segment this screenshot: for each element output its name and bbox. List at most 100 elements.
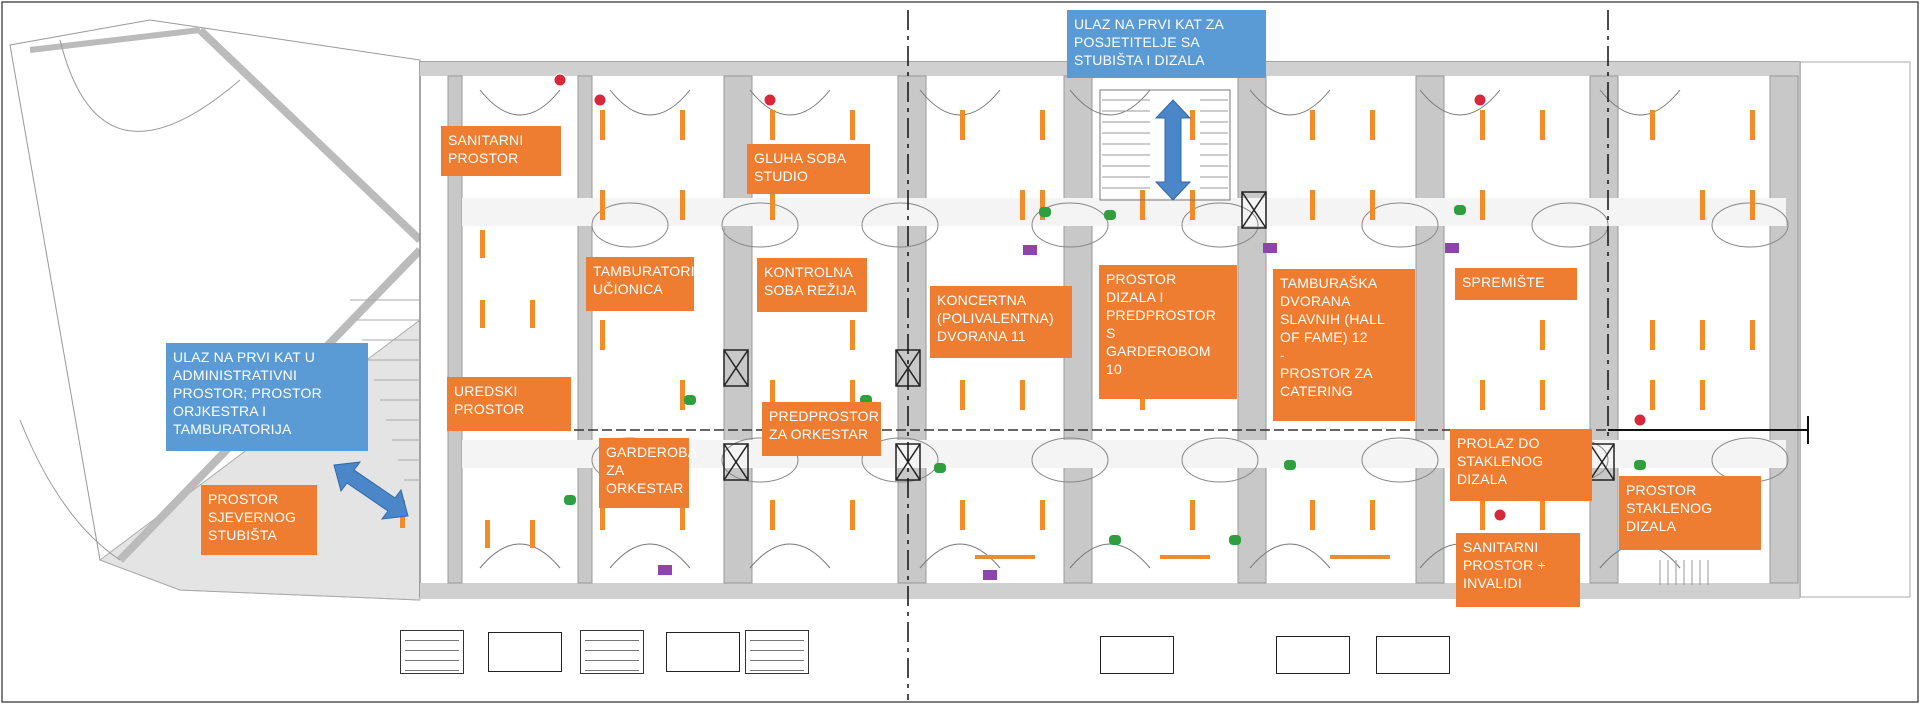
label-uredski-prostor: UREDSKI PROSTOR [447, 377, 571, 431]
panel-marker [983, 570, 997, 580]
door-arc [479, 543, 561, 569]
label-prostor-sjevernog-stubista: PROSTOR SJEVERNOG STUBIŠTA [201, 485, 317, 555]
light-fixture [680, 380, 685, 410]
light-fixture [1540, 320, 1545, 350]
panel-marker [1023, 245, 1037, 255]
exit-marker [1454, 205, 1466, 215]
double-door [1241, 191, 1267, 229]
light-fixture [1480, 500, 1485, 530]
wall [1589, 75, 1619, 584]
light-fixture [1370, 190, 1375, 220]
light-fixture [960, 500, 965, 530]
light-fixture [680, 110, 685, 140]
light-fixture [1480, 110, 1485, 140]
diagonal-entry-arrow [333, 461, 409, 520]
alarm-marker [593, 93, 607, 107]
panel-box-1 [488, 632, 562, 672]
light-fixture [960, 110, 965, 140]
double-door [895, 349, 921, 387]
light-fixture [1750, 190, 1755, 220]
light-fixture [1480, 190, 1485, 220]
label-garderoba-za-orkestar: GARDEROBA ZA ORKESTAR [599, 438, 697, 508]
panel-box-4 [1276, 636, 1350, 674]
light-fixture [600, 320, 605, 350]
panel-marker [658, 565, 672, 575]
alarm-marker [1493, 508, 1507, 522]
door-swing [861, 202, 939, 248]
door-swing [721, 437, 799, 483]
light-fixture [850, 320, 855, 350]
exit-marker [684, 395, 696, 405]
double-door [723, 349, 749, 387]
double-door [1589, 443, 1615, 481]
light-fixture [850, 500, 855, 530]
door-arc [749, 89, 831, 116]
door-swing [1361, 437, 1439, 483]
exit-marker [1109, 535, 1121, 545]
alarm-marker [1633, 413, 1647, 427]
door-swing [1031, 437, 1109, 483]
light-fixture [1750, 320, 1755, 350]
door-swing [1361, 202, 1439, 248]
light-fixture [770, 110, 775, 140]
section-marks [907, 10, 1809, 700]
door-arc [609, 543, 691, 569]
label-ulaz-posjetitelji: ULAZ NA PRVI KAT ZA POSJETITELJE SA STUB… [1067, 10, 1266, 78]
label-spremiste: SPREMIŠTE [1455, 268, 1577, 300]
alarm-marker [763, 93, 777, 107]
light-fixture [1650, 380, 1655, 410]
door-arc [1069, 89, 1151, 116]
door-swing [591, 202, 669, 248]
door-arc [1249, 543, 1331, 569]
light-fixture [485, 520, 490, 548]
light-fixture [1370, 110, 1375, 140]
light-fixture [1750, 110, 1755, 140]
glass-elevator-stair [350, 299, 1709, 585]
light-fixture [850, 110, 855, 140]
light-fixture [480, 300, 485, 328]
light-fixture [1480, 380, 1485, 410]
light-fixture [1190, 500, 1195, 530]
panel-marker [1445, 243, 1459, 253]
label-prostor-dizala: PROSTOR DIZALA I PREDPROSTOR S GARDEROBO… [1099, 265, 1237, 399]
label-prostor-staklenog-dizala: PROSTOR STAKLENOG DIZALA [1619, 476, 1761, 550]
light-fixture [480, 230, 485, 258]
light-fixture [1040, 190, 1045, 220]
light-fixture [1020, 190, 1025, 220]
label-ulaz-administrativni: ULAZ NA PRVI KAT U ADMINISTRATIVNI PROST… [166, 343, 368, 451]
wall [1237, 75, 1267, 584]
panel-box-5 [1376, 636, 1450, 674]
panel-legend-3 [745, 630, 809, 674]
label-prolaz-do-staklenog-dizala: PROLAZ DO STAKLENOG DIZALA [1450, 429, 1592, 501]
panel-box-3 [1100, 636, 1174, 674]
light-fixture [600, 190, 605, 220]
light-fixture [1700, 320, 1705, 350]
label-kontrolna-soba-rezija: KONTROLNA SOBA REŽIJA [757, 258, 867, 312]
door-swing [1531, 202, 1609, 248]
exit-marker [1039, 207, 1051, 217]
light-fixture [1020, 380, 1025, 410]
door-arc [1069, 543, 1151, 569]
door-arcs [479, 89, 1789, 569]
light-fixture [960, 380, 965, 410]
light-fixture [1330, 555, 1390, 559]
door-arc [1419, 89, 1501, 116]
exit-marker [934, 463, 946, 473]
light-fixture [1370, 500, 1375, 530]
exit-marker [1284, 460, 1296, 470]
light-fixture [1310, 190, 1315, 220]
light-fixture [1310, 110, 1315, 140]
light-fixture [850, 380, 855, 410]
door-swing [1181, 202, 1259, 248]
wall [577, 75, 593, 584]
light-fixture [600, 500, 605, 530]
light-fixture [1190, 190, 1195, 220]
door-swing [1181, 437, 1259, 483]
label-sanitarni-prostor-invalidi: SANITARNI PROSTOR + INVALIDI [1456, 533, 1580, 607]
double-door [723, 443, 749, 481]
main-stair [1099, 89, 1231, 201]
exit-marker [1229, 535, 1241, 545]
light-fixture [1540, 380, 1545, 410]
door-arc [919, 543, 1001, 569]
wall [447, 75, 463, 584]
